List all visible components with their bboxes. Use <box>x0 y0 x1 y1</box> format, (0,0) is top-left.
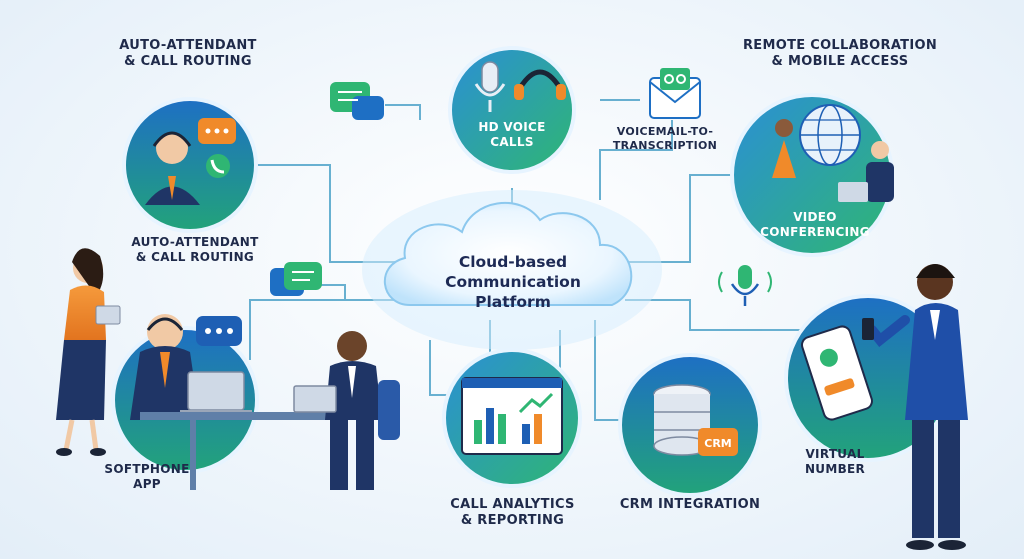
businessman-figure <box>293 331 400 490</box>
label-line: VIDEO <box>793 210 837 224</box>
label-hd-voice: HD VOICE CALLS <box>462 120 562 150</box>
connector-crm2 <box>594 320 620 421</box>
label-line: & CALL ROUTING <box>124 54 252 70</box>
label-line: CALL ANALYTICS <box>450 497 575 512</box>
call-analytics-node <box>442 348 582 488</box>
label-softphone: SOFTPHONE APP <box>92 462 202 492</box>
center-line: Platform <box>475 293 551 312</box>
label-line: APP <box>133 477 161 491</box>
chat-bubble-icon <box>330 82 384 120</box>
label-crm-integration: CRM INTEGRATION <box>610 497 770 513</box>
label-line: CONFERENCING <box>760 225 870 239</box>
auto-attendant-node <box>122 97 258 233</box>
phone-icon <box>206 154 230 178</box>
label-line: & REPORTING <box>460 513 565 529</box>
chat-bubble-icon <box>198 118 236 144</box>
laptop-icon <box>293 385 337 413</box>
center-platform-title: Cloud-based Communication Platform <box>418 252 608 312</box>
laptop-icon <box>180 371 252 415</box>
label-auto-attendant-top: AUTO-ATTENDANT & CALL ROUTING <box>98 38 278 71</box>
chat-bubble-icon <box>270 262 322 296</box>
label-line: AUTO-ATTENDANT <box>131 235 259 249</box>
cloud-platform <box>362 190 662 350</box>
woman-with-tablet-figure <box>56 248 121 456</box>
crm-badge: CRM <box>704 437 732 450</box>
headset-icon <box>514 69 566 100</box>
softphone-node <box>111 314 259 474</box>
microphone-icon <box>718 265 772 306</box>
connector-virtual <box>625 299 800 331</box>
connector-voicemail <box>599 120 673 200</box>
crm-integration-node: CRM <box>618 353 762 497</box>
label-line: HD VOICE <box>478 120 546 134</box>
microphone-icon <box>474 61 506 112</box>
chat-bubble-icon <box>196 316 242 346</box>
globe-icon <box>799 104 861 166</box>
label-line: VIRTUAL <box>805 447 865 461</box>
hd-voice-node <box>448 46 576 174</box>
connector-softphone <box>249 299 400 360</box>
label-voicemail: VOICEMAIL-TO- TRANSCRIPTION <box>595 125 735 153</box>
label-line: & MOBILE ACCESS <box>771 54 909 70</box>
label-call-analytics: CALL ANALYTICS & REPORTING <box>430 497 595 530</box>
label-auto-attendant-mid: AUTO-ATTENDANT & CALL ROUTING <box>110 235 280 265</box>
connector-lines <box>249 99 800 421</box>
label-remote-collaboration: REMOTE COLLABORATION & MOBILE ACCESS <box>720 38 960 71</box>
center-line: Communication <box>445 273 581 292</box>
video-conferencing-node <box>730 93 894 257</box>
label-line: REMOTE COLLABORATION <box>742 38 938 53</box>
center-line: Cloud-based <box>458 253 568 271</box>
database-icon <box>653 384 711 456</box>
smartphone-icon <box>801 325 873 421</box>
bar-chart-icon <box>461 377 563 455</box>
label-video-conferencing: VIDEO CONFERENCING <box>760 210 870 240</box>
label-line: SOFTPHONE <box>104 462 190 476</box>
label-line: CRM INTEGRATION <box>619 497 761 512</box>
label-virtual-number: VIRTUAL NUMBER <box>790 447 880 477</box>
label-line: TRANSCRIPTION <box>612 138 718 152</box>
label-line: AUTO-ATTENDANT <box>119 38 257 53</box>
envelope-voicemail-icon <box>649 68 701 119</box>
businesswoman-figure <box>862 264 968 550</box>
label-line: NUMBER <box>804 462 866 476</box>
label-line: & CALL ROUTING <box>135 250 255 264</box>
label-line: CALLS <box>490 135 534 149</box>
connector-chat-top <box>385 104 421 120</box>
label-line: VOICEMAIL-TO- <box>616 125 714 138</box>
